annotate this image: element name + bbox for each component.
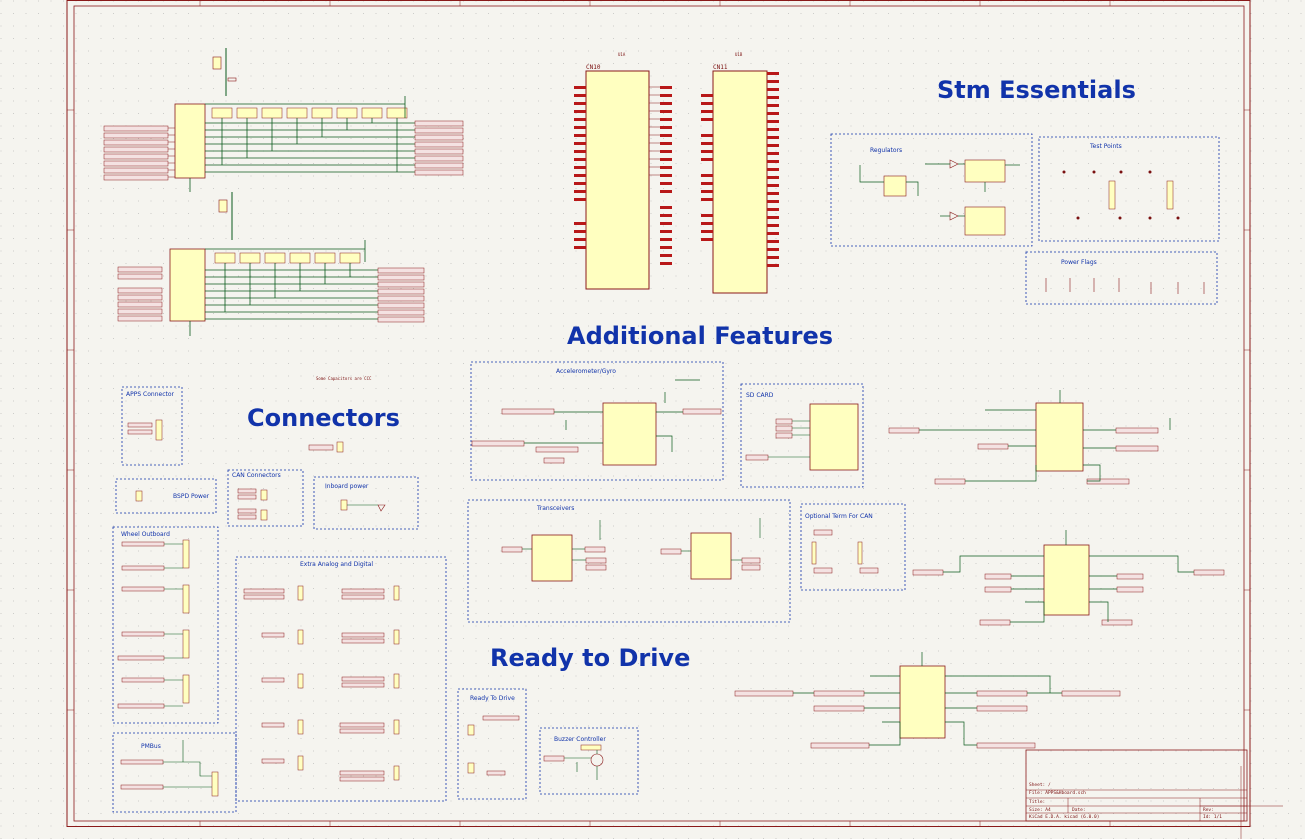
svg-text:Transceivers: Transceivers	[536, 505, 574, 512]
svg-text:SD CARD: SD CARD	[746, 392, 774, 399]
optional-term-can-box: Optional Term For CAN	[800, 503, 906, 591]
title-block: Sheet: / File: APPS&Hboard.sch Title: Si…	[1025, 749, 1283, 839]
svg-text:Regulators: Regulators	[870, 147, 902, 154]
svg-text:Buzzer Controller: Buzzer Controller	[554, 736, 606, 743]
svg-text:APPS Connector: APPS Connector	[126, 391, 175, 398]
svg-text:BSPD Power: BSPD Power	[173, 493, 210, 500]
svg-text:Sheet: /: Sheet: /	[1029, 782, 1051, 788]
svg-text:U1B: U1B	[735, 52, 743, 57]
mcu-right-header: U1B CN11	[701, 52, 779, 294]
ready-to-drive-box: Ready To Drive	[457, 688, 527, 800]
accelerometer-box: Accelerometer/Gyro	[470, 361, 724, 481]
svg-text:Optional Term For CAN: Optional Term For CAN	[805, 513, 873, 520]
misc-component-j11	[308, 441, 344, 453]
level-shifter-top	[103, 48, 464, 192]
opamp-apps	[888, 390, 1171, 485]
svg-text:U1A: U1A	[618, 52, 626, 57]
svg-text:Rev:: Rev:	[1203, 807, 1214, 813]
level-shifter-bottom	[117, 192, 425, 336]
svg-text:Title:: Title:	[1029, 799, 1045, 805]
svg-text:CN11: CN11	[713, 64, 728, 71]
svg-text:Power Flags: Power Flags	[1061, 259, 1097, 266]
svg-text:Inboard power: Inboard power	[325, 483, 369, 490]
buzzer-controller-box: Buzzer Controller	[539, 727, 639, 795]
wheel-outboard-box: Wheel Outboard	[112, 526, 219, 724]
sheet-frame	[66, 0, 1251, 827]
title-stm-essentials: Stm Essentials	[937, 76, 1136, 104]
test-points-box: Test Points	[1038, 136, 1220, 242]
svg-text:Date:: Date:	[1072, 807, 1086, 813]
svg-text:Accelerometer/Gyro: Accelerometer/Gyro	[556, 368, 616, 375]
can-connectors-box: CAN Connectors	[227, 469, 304, 527]
svg-text:Wheel Outboard: Wheel Outboard	[121, 531, 170, 538]
svg-text:Size: A4: Size: A4	[1029, 807, 1051, 813]
svg-text:Ready To Drive: Ready To Drive	[470, 695, 515, 702]
svg-text:File: APPS&Hboard.sch: File: APPS&Hboard.sch	[1029, 790, 1086, 796]
title-connectors: Connectors	[247, 404, 400, 432]
mcu-left-header: U1A CN10	[574, 52, 672, 290]
pmbus-box: PMBus	[112, 732, 237, 813]
sd-card-box: SD CARD	[740, 383, 864, 488]
title-additional-features: Additional Features	[567, 322, 833, 350]
svg-text:PMBus: PMBus	[141, 743, 161, 750]
svg-text:Id: 1/1: Id: 1/1	[1203, 814, 1222, 820]
extra-analog-digital-box: Extra Analog and Digital	[235, 556, 447, 802]
svg-text:CN10: CN10	[586, 64, 601, 71]
capacitor-note: Some Capacitors are CCC	[316, 376, 372, 381]
apps-connector-box: APPS Connector	[121, 386, 183, 466]
transceivers-box: Transceivers	[467, 499, 791, 623]
title-ready-to-drive: Ready to Drive	[490, 644, 690, 672]
svg-text:Test Points: Test Points	[1089, 143, 1122, 150]
regulators-box: Regulators	[830, 133, 1033, 247]
opamp-analog	[912, 530, 1225, 626]
bspd-power-box: BSPD Power	[115, 478, 217, 514]
power-flags-box: Power Flags	[1025, 251, 1218, 305]
inboard-power-box: Inboard power	[313, 476, 419, 530]
svg-text:Extra Analog and Digital: Extra Analog and Digital	[300, 561, 373, 568]
svg-text:CAN Connectors: CAN Connectors	[232, 472, 281, 479]
svg-text:KiCad E.D.A. kicad (6.0.0): KiCad E.D.A. kicad (6.0.0)	[1029, 814, 1099, 820]
opamp-wheel-speed	[734, 652, 1121, 749]
